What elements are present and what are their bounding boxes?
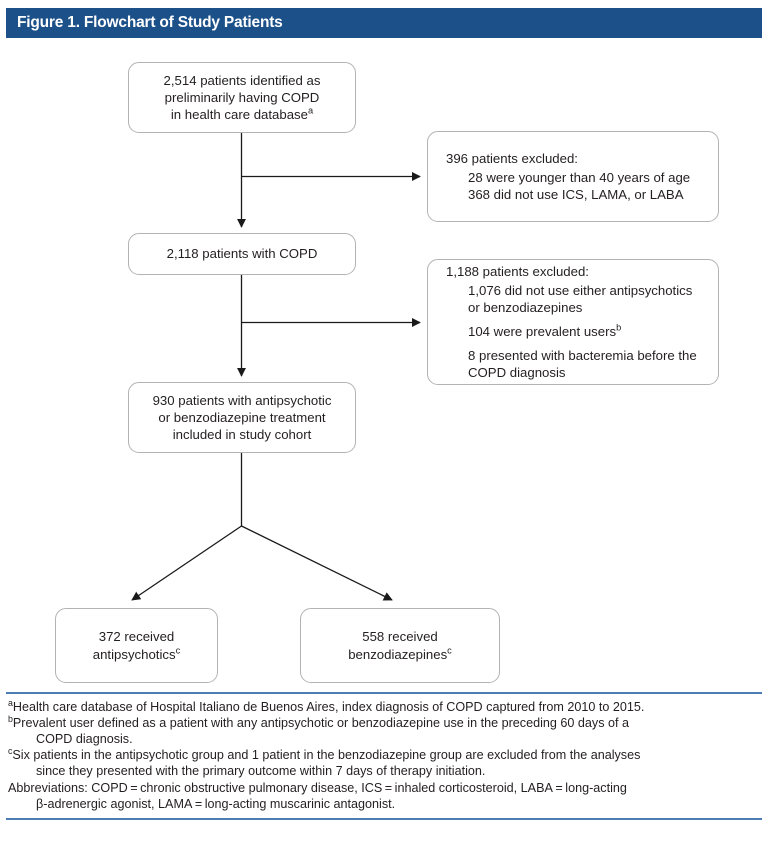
node-excluded-2: 1,188 patients excluded: 1,076 did not u… bbox=[427, 259, 719, 385]
excluded-item-text: 104 were prevalent users bbox=[468, 324, 617, 339]
footnote-c: cSix patients in the antipsychotic group… bbox=[8, 747, 758, 779]
connector-to-benzodiazepines bbox=[241, 525, 393, 601]
footnote-continuation: COPD diagnosis. bbox=[36, 732, 133, 747]
excluded-item: 8 presented with bacteremia before the C… bbox=[468, 348, 697, 381]
node-line-text: benzodiazepines bbox=[348, 646, 448, 662]
footnote-marker: c bbox=[8, 746, 13, 757]
node-line: 372 received bbox=[98, 629, 175, 645]
excluded-heading: 396 patients excluded: bbox=[446, 150, 578, 166]
footnote-marker-a: a bbox=[307, 105, 314, 116]
node-line: included in study cohort bbox=[172, 427, 312, 443]
footnote-text: Health care database of Hospital Italian… bbox=[12, 700, 645, 714]
node-line: 558 received bbox=[362, 629, 438, 645]
footnote-marker: b bbox=[8, 713, 13, 724]
excluded-heading: 1,188 patients excluded: bbox=[446, 263, 589, 279]
footnote-text: Six patients in the antipsychotic group … bbox=[12, 748, 641, 763]
footnote-list: aHealth care database of Hospital Italia… bbox=[6, 694, 762, 818]
footnote-b: bPrevalent user defined as a patient wit… bbox=[8, 715, 758, 747]
footnote-a: aHealth care database of Hospital Italia… bbox=[8, 697, 758, 715]
footnote-marker-c: c bbox=[175, 645, 181, 656]
node-antipsychotics: 372 received antipsychoticsc bbox=[55, 608, 218, 683]
figure-title-bar: Figure 1. Flowchart of Study Patients bbox=[6, 8, 762, 38]
figure-title: Figure 1. Flowchart of Study Patients bbox=[17, 14, 283, 31]
node-line: 930 patients with antipsychotic bbox=[152, 392, 332, 408]
connector-to-antipsychotics bbox=[131, 525, 242, 601]
node-cohort-copd: 2,118 patients with COPD bbox=[128, 233, 356, 275]
excluded-item: 104 were prevalent usersb bbox=[446, 323, 621, 340]
footnote-text: Prevalent user defined as a patient with… bbox=[12, 716, 629, 731]
excluded-item: 1,076 did not use either antipsychotics … bbox=[468, 282, 693, 315]
node-excluded-1: 396 patients excluded: 28 were younger t… bbox=[427, 131, 719, 222]
node-line: 2,514 patients identified as bbox=[163, 72, 321, 88]
node-line: antipsychoticsc bbox=[92, 645, 181, 663]
footnote-marker: a bbox=[8, 697, 13, 708]
footnotes-section: aHealth care database of Hospital Italia… bbox=[6, 692, 762, 820]
node-line-text: antipsychotics bbox=[92, 646, 176, 662]
footnote-text: Abbreviations: COPD = chronic obstructiv… bbox=[8, 780, 627, 795]
footnote-rule-top bbox=[6, 692, 762, 694]
flowchart-canvas: 2,514 patients identified as preliminari… bbox=[0, 38, 768, 688]
node-line: in health care databasea bbox=[171, 106, 313, 123]
node-benzodiazepines: 558 received benzodiazepinesc bbox=[300, 608, 500, 683]
node-line: or benzodiazepine treatment bbox=[158, 409, 326, 425]
node-cohort-study: 930 patients with antipsychotic or benzo… bbox=[128, 382, 356, 453]
footnote-marker-b: b bbox=[616, 322, 622, 333]
footnote-continuation: since they presented with the primary ou… bbox=[36, 764, 486, 779]
footnote-marker-c: c bbox=[447, 645, 452, 656]
node-line: 2,118 patients with COPD bbox=[166, 246, 318, 262]
footnote-abbreviations: Abbreviations: COPD = chronic obstructiv… bbox=[8, 780, 758, 812]
node-line-text: in health care database bbox=[170, 107, 308, 123]
footnote-rule-bottom bbox=[6, 817, 762, 820]
footnote-continuation: β-adrenergic agonist, LAMA = long-acting… bbox=[36, 796, 396, 811]
node-cohort-initial: 2,514 patients identified as preliminari… bbox=[128, 62, 356, 133]
node-line: benzodiazepinesc bbox=[348, 645, 452, 663]
node-line: preliminarily having COPD bbox=[164, 89, 320, 105]
excluded-item: 368 did not use ICS, LAMA, or LABA bbox=[468, 187, 684, 203]
excluded-item: 28 were younger than 40 years of age bbox=[468, 169, 691, 185]
